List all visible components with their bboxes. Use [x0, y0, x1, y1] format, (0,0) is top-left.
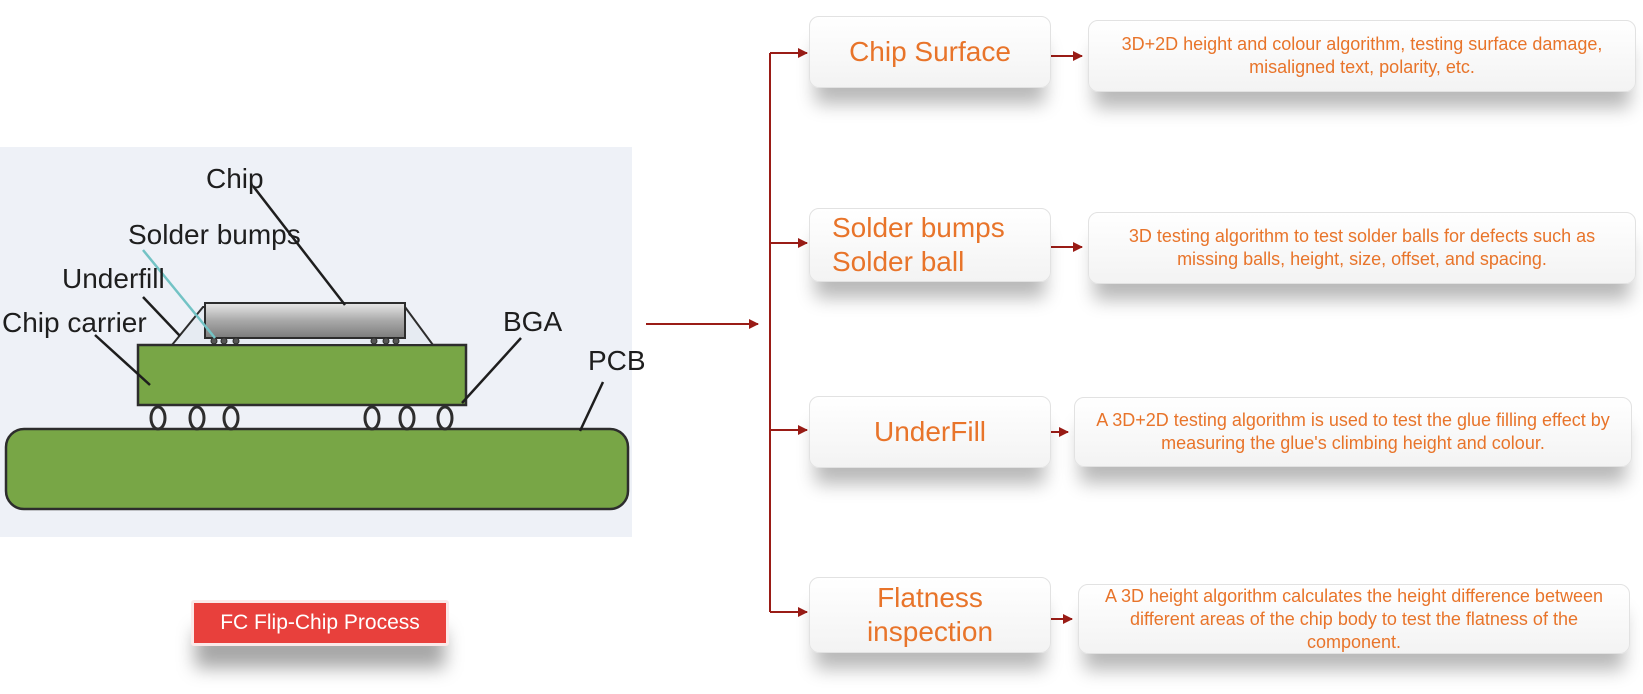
label-chip-carrier: Chip carrier — [2, 307, 147, 338]
label-solder-bumps: Solder bumps — [128, 219, 301, 250]
solder-bumps — [210, 337, 400, 345]
process-caption-badge: FC Flip-Chip Process — [191, 600, 449, 646]
bga-ball — [436, 405, 454, 431]
bga-ball — [363, 405, 381, 431]
bga-ball — [222, 405, 240, 431]
description-box-solder-bumps: 3D testing algorithm to test solder ball… — [1088, 212, 1636, 284]
category-box-underfill: UnderFill — [809, 396, 1051, 468]
description-box-underfill: A 3D+2D testing algorithm is used to tes… — [1074, 397, 1632, 467]
chip — [204, 302, 406, 339]
description-box-flatness: A 3D height algorithm calculates the hei… — [1078, 584, 1630, 654]
bga-ball — [188, 405, 206, 431]
label-bga: BGA — [503, 306, 562, 337]
solder-bumps-leader — [142, 249, 216, 339]
leader-lines — [94, 185, 605, 432]
label-pcb: PCB — [588, 345, 646, 376]
category-box-solder-bumps: Solder bumps Solder ball — [809, 208, 1051, 282]
chip-carrier — [136, 343, 468, 407]
label-chip: Chip — [206, 163, 264, 194]
bga-ball — [149, 405, 167, 431]
category-box-chip-surface: Chip Surface — [809, 16, 1051, 88]
description-box-chip-surface: 3D+2D height and colour algorithm, testi… — [1088, 20, 1636, 92]
flow-connectors — [646, 48, 1083, 624]
category-box-flatness: Flatness inspection — [809, 577, 1051, 653]
bga-balls — [149, 405, 454, 431]
bga-ball — [398, 405, 416, 431]
label-underfill: Underfill — [62, 263, 165, 294]
pcb-board — [4, 427, 630, 511]
